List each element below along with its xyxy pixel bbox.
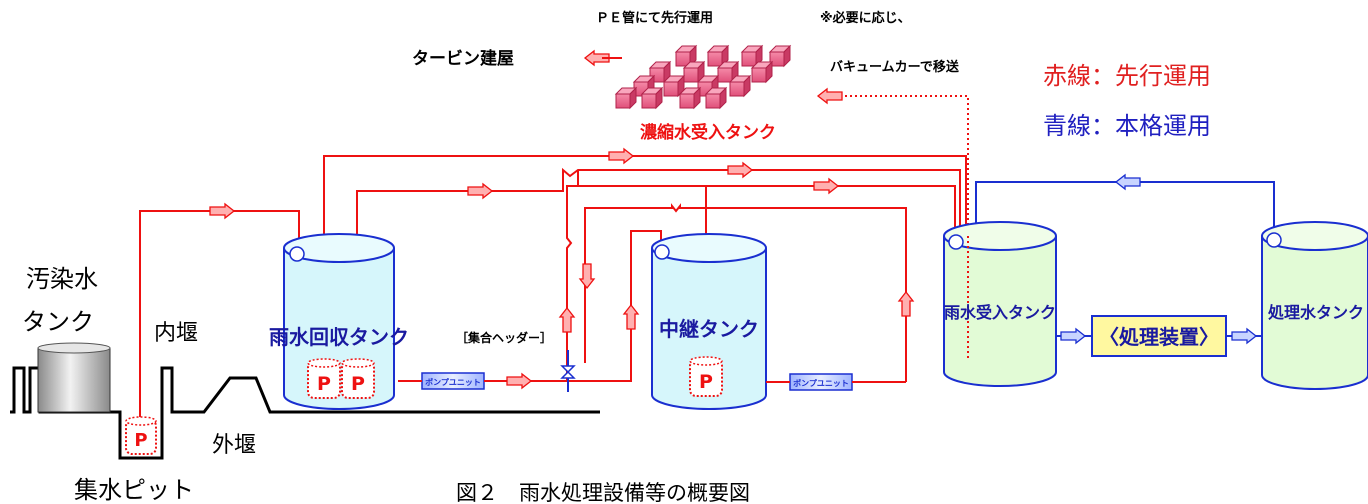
pump-label: P: [699, 371, 713, 393]
vacuum-car-label: バキュームカーで移送: [830, 59, 960, 75]
pump-unit-2: ポンプユニット: [789, 373, 853, 391]
svg-text:〈処理装置〉: 〈処理装置〉: [1099, 325, 1219, 349]
header-valve: [560, 350, 576, 392]
concentrate-tank-label: 濃縮水受入タンク: [640, 122, 776, 143]
legend-red: 赤線：先行運用: [1043, 62, 1211, 90]
svg-text:ポンプユニット: ポンプユニット: [425, 377, 481, 387]
concentrate-tank-cubes: [615, 45, 791, 109]
note-label: ※必要に応じ、: [820, 10, 911, 26]
contaminated-tank-label-1: 汚染水: [26, 265, 98, 293]
collection-pit-label: 集水ピット: [74, 476, 194, 504]
relay-tank: [651, 233, 767, 410]
contaminated-water-tank: [37, 342, 111, 413]
legend-blue: 青線：本格運用: [1043, 112, 1211, 140]
treatment-device: 〈処理装置〉: [1091, 315, 1227, 357]
rain-receive-tank-label: 雨水受入タンク: [944, 303, 1056, 322]
blue-pipe-network: [975, 174, 1275, 344]
pump-label: P: [317, 373, 331, 395]
header-label: ［集合ヘッダー］: [456, 330, 552, 345]
recovery-pump-2: P: [341, 358, 375, 399]
treated-water-tank: [1261, 221, 1368, 390]
ground-structure: [10, 366, 600, 460]
treated-tank-label: 処理水タンク: [1268, 303, 1364, 322]
inner-weir-label: 内堰: [154, 321, 198, 346]
recovery-pump-1: P: [307, 358, 341, 399]
figure-caption: 図２ 雨水処理設備等の概要図: [456, 481, 750, 504]
outer-weir-label: 外堰: [212, 433, 256, 458]
pe-pipe-label: ＰＥ管にて先行運用: [596, 10, 713, 26]
pit-pump: P: [125, 416, 157, 455]
contaminated-tank-label-2: タンク: [22, 308, 94, 336]
rain-receive-tank: [943, 221, 1057, 387]
relay-tank-label: 中継タンク: [659, 317, 759, 341]
rain-recovery-tank-label: 雨水回収タンク: [269, 325, 409, 349]
relay-pump: P: [689, 356, 723, 397]
pump-label: P: [134, 430, 147, 451]
svg-text:ポンプユニット: ポンプユニット: [793, 378, 849, 388]
pump-unit-1: ポンプユニット: [421, 372, 485, 390]
turbine-building-label: タービン建屋: [412, 48, 514, 69]
pump-label: P: [351, 373, 365, 395]
